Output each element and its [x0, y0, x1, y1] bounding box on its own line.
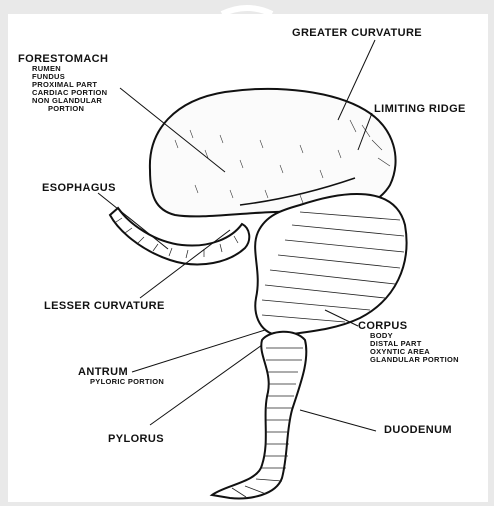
corpus-sub-4: GLANDULAR PORTION [358, 356, 459, 364]
esophagus-label: ESOPHAGUS [42, 182, 116, 194]
forestomach-label-group: FORESTOMACH RUMEN FUNDUS PROXIMAL PART C… [18, 53, 108, 113]
pylorus-label: PYLORUS [108, 433, 164, 445]
antrum-label-group: ANTRUM PYLORIC PORTION [78, 366, 164, 386]
lesser-curvature-label: LESSER CURVATURE [44, 300, 165, 312]
corpus-label-group: CORPUS BODY DISTAL PART OXYNTIC AREA GLA… [358, 320, 459, 364]
greater-curvature-label: GREATER CURVATURE [292, 27, 422, 39]
corpus-shape [255, 194, 406, 335]
leader-duodenum [300, 410, 376, 431]
duodenum-label: DUODENUM [384, 424, 452, 436]
forestomach-sub-6: PORTION [18, 105, 108, 113]
limiting-ridge-label: LIMITING RIDGE [374, 103, 466, 115]
top-arc-decoration [222, 8, 272, 14]
antrum-sub-1: PYLORIC PORTION [78, 378, 164, 386]
leader-pylorus [150, 345, 262, 425]
duodenum-shape [212, 332, 306, 499]
